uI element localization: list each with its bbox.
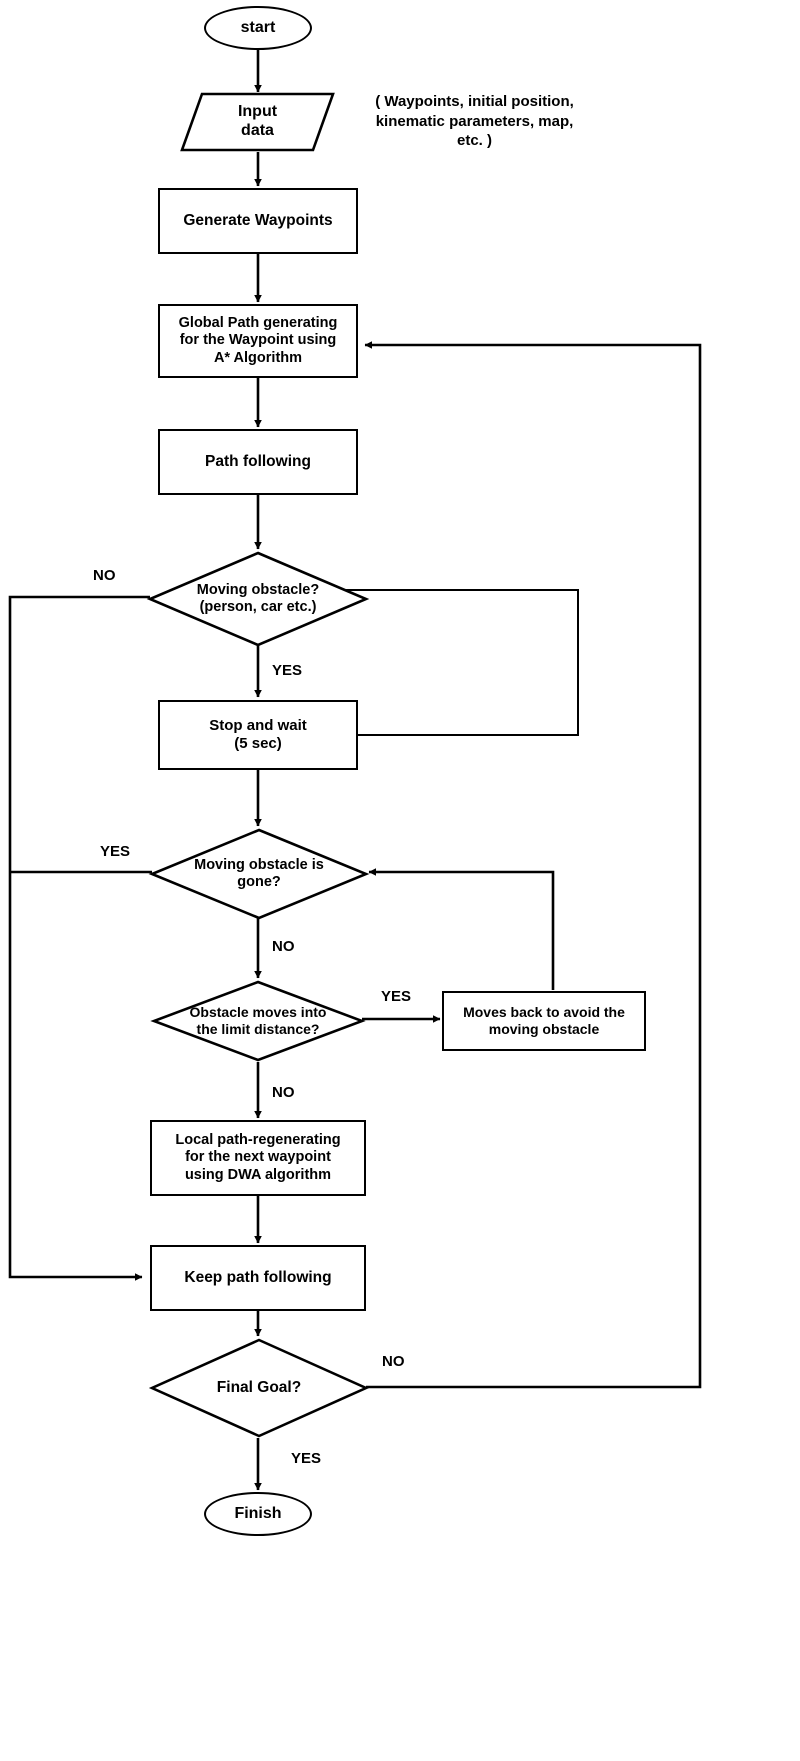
node-limit-distance[interactable]: Obstacle moves into the limit distance? (150, 980, 366, 1062)
node-finish[interactable]: Finish (204, 1492, 312, 1536)
label-final-goal-no: NO (382, 1353, 405, 1370)
node-moving-obstacle-line2: (person, car etc.) (199, 599, 317, 615)
diamond-shape (148, 1338, 370, 1438)
node-start[interactable]: start (204, 6, 312, 50)
input-data-note-line3: etc. ) (456, 132, 492, 149)
node-stop-and-wait-text: Stop and wait (5 sec) (160, 717, 356, 752)
label-moving-obstacle-yes: YES (272, 662, 303, 679)
node-moving-obstacle[interactable]: Moving obstacle? (person, car etc.) (146, 551, 370, 647)
diamond-shape (150, 980, 366, 1062)
node-limit-distance-line1: Obstacle moves into (189, 1004, 327, 1021)
node-global-path-text: Global Path generating for the Waypoint … (160, 315, 356, 366)
input-data-note: ( Waypoints, initial position, kinematic… (352, 92, 597, 151)
edge-movesback-to-obstaclegone (368, 868, 555, 990)
edge-stopwait-loop-to-movingobstacle (258, 589, 579, 736)
node-moving-obstacle-text: Moving obstacle? (person, car etc.) (148, 582, 368, 616)
node-generate-waypoints[interactable]: Generate Waypoints (158, 188, 358, 254)
node-moves-back-text: Moves back to avoid the moving obstacle (444, 1004, 644, 1037)
node-limit-distance-text: Obstacle moves into the limit distance? (152, 1004, 364, 1037)
node-moves-back[interactable]: Moves back to avoid the moving obstacle (442, 991, 646, 1051)
node-global-path[interactable]: Global Path generating for the Waypoint … (158, 304, 358, 378)
node-keep-path-following[interactable]: Keep path following (150, 1245, 366, 1311)
input-data-note-line1: ( Waypoints, initial position, (375, 93, 574, 110)
node-obstacle-gone-line1: Moving obstacle is (194, 856, 324, 873)
node-limit-distance-line2: the limit distance? (196, 1021, 320, 1037)
node-obstacle-gone-line2: gone? (237, 874, 281, 890)
node-path-following-label: Path following (205, 452, 311, 470)
node-input-data-text: Input data (180, 103, 335, 141)
node-local-path-text: Local path-regenerating for the next way… (152, 1132, 364, 1183)
node-finish-label: Finish (234, 1504, 282, 1522)
node-input-data[interactable]: Input data (180, 92, 335, 152)
node-moves-back-line1: Moves back to avoid the (463, 1004, 625, 1021)
node-local-path[interactable]: Local path-regenerating for the next way… (150, 1120, 366, 1196)
node-final-goal-label: Final Goal? (216, 1378, 302, 1396)
label-limit-distance-yes: YES (381, 988, 412, 1005)
node-stop-and-wait-line2: (5 sec) (234, 735, 282, 752)
node-keep-path-following-label: Keep path following (184, 1268, 332, 1286)
node-local-path-line2: for the next waypoint (185, 1149, 331, 1166)
node-stop-and-wait[interactable]: Stop and wait (5 sec) (158, 700, 358, 770)
label-obstacle-gone-yes: YES (100, 843, 131, 860)
label-limit-distance-no: NO (272, 1084, 295, 1101)
input-data-note-line2: kinematic parameters, map, (375, 112, 574, 130)
node-local-path-line3: using DWA algorithm (184, 1166, 332, 1183)
node-input-data-line1: Input (237, 103, 278, 121)
edge-finalgoal-no-to-global (364, 341, 702, 1389)
node-obstacle-gone[interactable]: Moving obstacle is gone? (148, 828, 370, 920)
node-moves-back-line2: moving obstacle (488, 1021, 600, 1037)
node-path-following[interactable]: Path following (158, 429, 358, 495)
diamond-shape (146, 551, 370, 647)
node-global-path-line2: for the Waypoint using (179, 332, 337, 349)
node-global-path-line3: A* Algorithm (213, 349, 303, 366)
node-start-label: start (240, 18, 276, 36)
label-obstacle-gone-no: NO (272, 938, 295, 955)
label-final-goal-yes: YES (291, 1450, 322, 1467)
node-local-path-line1: Local path-regenerating (175, 1132, 341, 1149)
node-generate-waypoints-label: Generate Waypoints (183, 211, 333, 229)
parallelogram-shape (180, 92, 335, 152)
node-final-goal[interactable]: Final Goal? (148, 1338, 370, 1438)
diamond-shape (148, 828, 370, 920)
node-global-path-line1: Global Path generating (178, 315, 338, 332)
label-moving-obstacle-no: NO (93, 567, 116, 584)
edge-movingobstacle-no-to-keep (8, 595, 150, 1281)
node-stop-and-wait-line1: Stop and wait (209, 717, 307, 735)
node-obstacle-gone-text: Moving obstacle is gone? (150, 857, 368, 891)
node-input-data-line2: data (241, 122, 274, 139)
node-moving-obstacle-line1: Moving obstacle? (196, 581, 320, 598)
